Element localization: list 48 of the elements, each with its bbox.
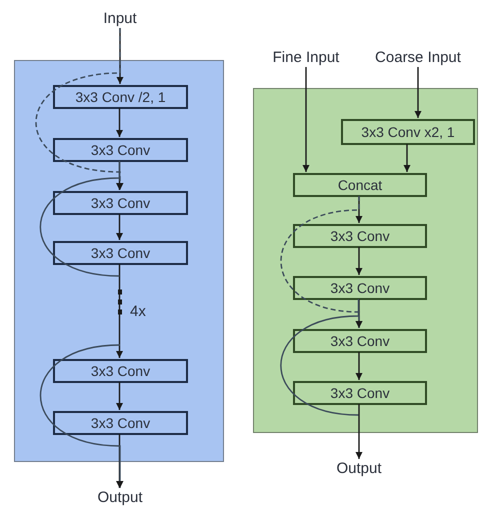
arrow [302, 67, 310, 172]
io-label: Fine Input [272, 50, 340, 64]
layer-label: Concat [338, 178, 382, 192]
layer-box [293, 224, 427, 248]
block-panel [253, 88, 478, 433]
layer-box [53, 138, 188, 162]
residual-connection [40, 344, 124, 488]
residual-connection [40, 161, 120, 277]
arrow [356, 404, 362, 459]
arrow [116, 214, 123, 240]
layer-label: 3x3 Conv [330, 281, 390, 295]
arrow [356, 352, 362, 380]
layer-label: 3x3 Conv [90, 246, 150, 260]
layer-box [53, 191, 188, 215]
block-panel [14, 60, 224, 462]
io-label: Output [97, 490, 143, 504]
layer-label: 3x3 Conv [90, 196, 150, 210]
layer-box [293, 381, 427, 405]
layer-box [293, 276, 427, 300]
repeat-label: 4x [130, 304, 146, 319]
arrow [116, 264, 123, 358]
layer-box [53, 85, 188, 109]
layer-box [293, 173, 427, 197]
layer-label: 3x3 Conv /2, 1 [75, 90, 166, 104]
layer-label: 3x3 Conv [90, 143, 150, 157]
layer-box [341, 119, 475, 145]
layer-box [293, 329, 427, 353]
arrow [414, 67, 422, 118]
layer-label: 3x3 Conv [330, 386, 390, 400]
layer-box [53, 241, 188, 265]
layer-label: 3x3 Conv [330, 334, 390, 348]
layer-box [53, 411, 188, 435]
layer-label: 3x3 Conv [90, 364, 150, 378]
layer-label: 3x3 Conv [90, 416, 150, 430]
arrow [116, 382, 123, 410]
skip-connection [35, 28, 124, 190]
layer-box [53, 359, 188, 383]
arrow [116, 108, 123, 137]
io-label: Output [336, 460, 382, 476]
io-label: Input [103, 10, 137, 26]
arrow [404, 144, 410, 172]
arrow [116, 434, 123, 488]
skip-connection [280, 196, 362, 328]
arrow [356, 247, 362, 275]
layer-label: 3x3 Conv [330, 229, 390, 243]
io-label: Coarse Input [375, 50, 461, 64]
layer-label: 3x3 Conv x2, 1 [361, 125, 455, 139]
residual-connection [280, 299, 360, 416]
